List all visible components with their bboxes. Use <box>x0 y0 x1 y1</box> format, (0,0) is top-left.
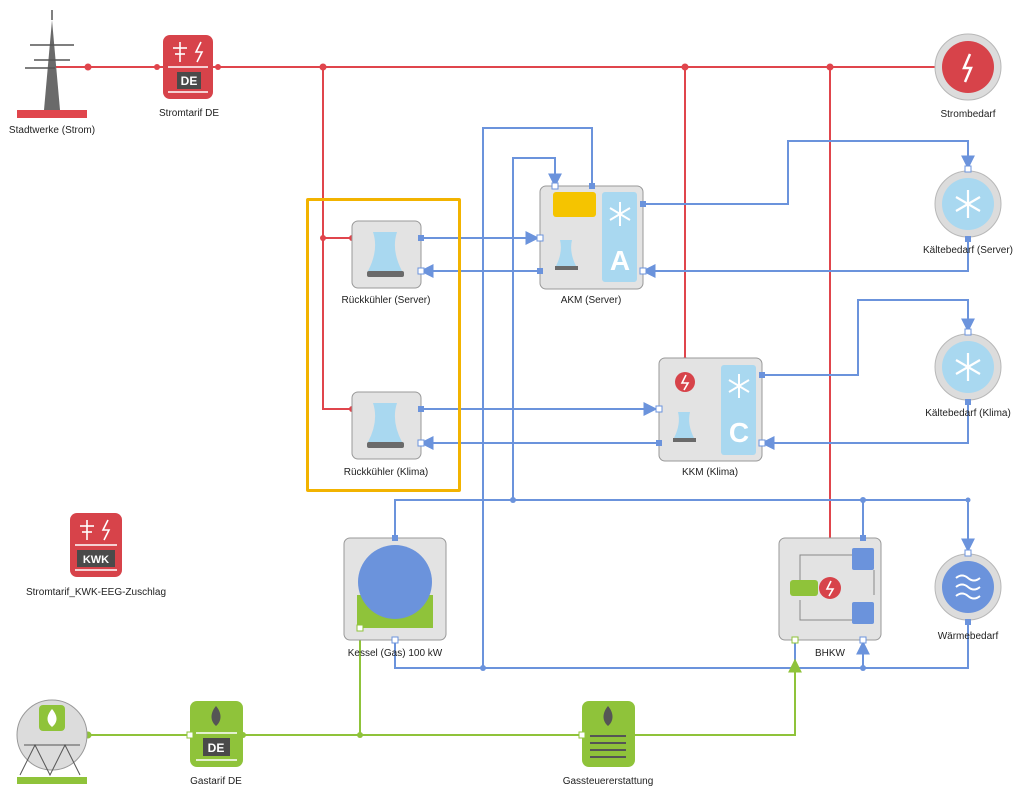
kwk-tarif-label: Stromtarif_KWK-EEG-Zuschlag <box>25 587 167 598</box>
boiler-icon <box>358 545 432 619</box>
gas-tariff-icon <box>211 706 221 726</box>
selection-frame <box>306 198 461 492</box>
kaeltebedarf-server-label: Kältebedarf (Server) <box>922 245 1014 256</box>
kessel-node[interactable] <box>343 535 447 644</box>
rueckkuehler-klima-label: Rückkühler (Klima) <box>343 467 429 478</box>
waermebedarf-node[interactable] <box>934 549 1002 625</box>
gastarif-de-label: Gastarif DE <box>190 776 242 787</box>
kwk-tarif-badge: KWK <box>83 554 109 566</box>
kkm-letter: C <box>729 417 749 448</box>
chp-unit-icon <box>790 577 841 599</box>
cooling-tower-icon <box>368 232 402 271</box>
gas-tank-icon <box>47 709 57 727</box>
cooling-tower-icon <box>368 403 402 442</box>
akm-letter: A <box>610 245 630 276</box>
compression-chiller-icon <box>728 374 750 398</box>
electricity-tariff-icon <box>75 519 117 571</box>
gas-source-node[interactable] <box>16 699 88 784</box>
stadtwerke-strom-label: Stadtwerke (Strom) <box>8 125 96 136</box>
gastarif-de-node[interactable]: DE <box>186 701 243 767</box>
stadtwerke-strom-node[interactable] <box>17 10 87 118</box>
heat-cold-junctions <box>392 497 971 671</box>
stromtarif-de-label: Stromtarif DE <box>158 108 220 119</box>
stromtarif-de-badge: DE <box>181 74 198 88</box>
heat-waves-icon <box>955 574 981 600</box>
kaeltebedarf-server-node[interactable] <box>934 165 1002 242</box>
electricity-tariff-icon <box>168 41 208 93</box>
cooling-tower-icon <box>674 412 694 438</box>
power-pylon-icon <box>25 10 74 110</box>
gas-lines <box>86 626 802 736</box>
snowflake-icon <box>955 353 981 381</box>
stromtarif-de-node[interactable]: DE <box>163 35 213 99</box>
waermebedarf-label: Wärmebedarf <box>937 631 999 642</box>
kkm-klima-node[interactable]: C <box>655 357 766 462</box>
bhkw-label: BHKW <box>815 648 845 659</box>
lightning-icon <box>962 53 973 83</box>
gassteuer-node[interactable] <box>578 701 635 767</box>
cooling-tower-icon <box>556 240 576 266</box>
rueckkuehler-server-label: Rückkühler (Server) <box>341 295 431 306</box>
kaeltebedarf-klima-node[interactable] <box>934 328 1002 405</box>
snowflake-icon <box>955 190 981 218</box>
strombedarf-node[interactable] <box>934 33 1002 101</box>
rueckkuehler-server-node[interactable] <box>351 220 425 289</box>
electricity-lines <box>55 66 968 580</box>
kwk-tarif-node[interactable]: KWK <box>70 513 122 577</box>
bhkw-node[interactable] <box>778 535 882 644</box>
akm-server-label: AKM (Server) <box>560 295 622 306</box>
electricity-junctions <box>84 63 834 412</box>
kkm-klima-label: KKM (Klima) <box>681 467 739 478</box>
rueckkuehler-klima-node[interactable] <box>351 391 425 460</box>
kessel-label: Kessel (Gas) 100 kW <box>347 648 443 659</box>
lightning-icon <box>680 374 690 391</box>
gassteuer-label: Gassteuererstattung <box>562 776 654 787</box>
absorption-chiller-icon <box>609 202 631 226</box>
gas-tax-refund-icon <box>603 706 613 726</box>
strombedarf-label: Strombedarf <box>940 109 996 120</box>
kaeltebedarf-klima-label: Kältebedarf (Klima) <box>925 408 1011 419</box>
gastarif-de-badge: DE <box>208 741 225 755</box>
akm-server-node[interactable]: A <box>536 182 647 290</box>
